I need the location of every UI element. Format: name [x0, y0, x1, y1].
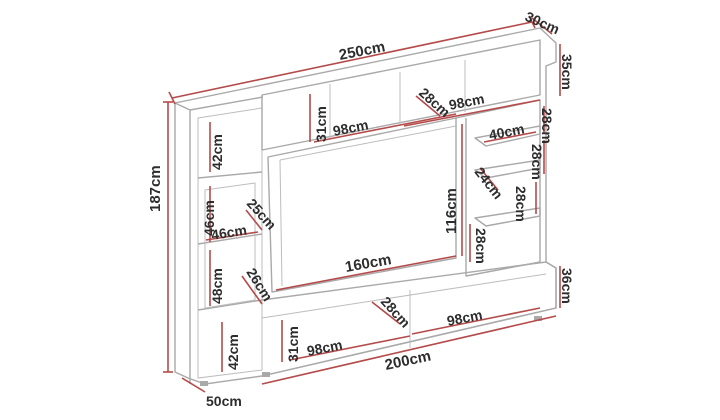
left-column-front	[174, 96, 264, 384]
dim-line-total-width	[171, 21, 533, 99]
dim-line-base-width	[261, 315, 557, 385]
dim-line-tv-width	[275, 255, 457, 291]
dim-line-base-98-right	[411, 307, 541, 335]
label-top-height: 35cm	[559, 54, 575, 90]
right-shelf-1	[474, 125, 541, 147]
dim-line-top-98-right	[403, 99, 541, 127]
label-base-width: 200cm	[383, 348, 432, 374]
label-base-depth: 50cm	[206, 393, 242, 409]
label-depth-top: 30cm	[523, 8, 562, 37]
label-base-drawer-depth: 28cm	[378, 293, 414, 330]
right-shelf-3	[474, 207, 541, 227]
left-column-inner	[197, 107, 263, 379]
wall-unit-drawing	[174, 27, 557, 386]
label-total-height: 187cm	[147, 165, 164, 212]
dim-line-left-46-width	[205, 231, 259, 241]
label-left-cabinet: 42cm	[225, 334, 241, 370]
left-glass-door	[204, 182, 256, 309]
label-total-width: 250cm	[338, 38, 387, 64]
dim-line-top-98-left	[313, 113, 457, 143]
outer-frame	[174, 27, 557, 385]
label-base-drawer-width-left: 98cm	[306, 336, 344, 359]
left-shelf-3	[197, 299, 263, 311]
dim-line-depth-top	[531, 17, 553, 35]
label-base-height: 36cm	[559, 268, 575, 304]
left-shelf-2	[197, 233, 263, 245]
dim-line-diag-26	[241, 275, 263, 305]
dim-line-base-28	[371, 301, 401, 325]
tv-opening-depth	[279, 125, 457, 287]
dim-line-right-24	[479, 167, 499, 191]
left-shelf-1	[197, 171, 263, 179]
label-right-shelf-gap-2: 28cm	[529, 144, 545, 180]
label-right-shelf-gap-3: 28cm	[513, 186, 529, 222]
label-base-drawer-width-right: 98cm	[446, 306, 484, 329]
foot-right	[534, 316, 542, 321]
dim-line-right-40	[483, 131, 537, 143]
label-right-shelf-gap-1: 28cm	[539, 108, 555, 144]
foot-mid	[262, 372, 270, 377]
dim-line-base-depth	[181, 377, 206, 393]
dimension-lines	[163, 15, 561, 393]
label-left-shelf-mid: 46cm	[201, 200, 217, 236]
dim-line-diag-25	[245, 209, 263, 231]
top-bridge	[261, 39, 541, 151]
foot-left	[200, 381, 208, 386]
label-base-drawer-height: 31cm	[285, 326, 301, 362]
label-right-shelf-depth: 24cm	[472, 164, 507, 202]
label-left-shelf-low: 48cm	[209, 268, 225, 304]
base-stand	[261, 261, 557, 377]
dim-line-base-98-left	[289, 335, 411, 361]
label-top-niche-height: 31cm	[313, 106, 329, 142]
base-stand-top	[261, 273, 547, 319]
label-left-shelf-top: 42cm	[209, 134, 225, 170]
label-tv-height: 116cm	[443, 188, 460, 234]
tv-opening	[267, 117, 457, 293]
right-shelf-2	[474, 159, 541, 179]
label-top-niche-width-right: 98cm	[448, 90, 486, 113]
label-top-niche-width-left: 98cm	[332, 116, 370, 139]
label-left-shelf-mid-width: 46cm	[210, 222, 248, 243]
dimension-labels: 250cm 30cm 35cm 187cm 42cm 46cm 46cm 25c…	[147, 8, 575, 409]
label-right-shelf-width: 40cm	[488, 120, 526, 143]
dim-line-top-28	[415, 95, 441, 117]
label-right-shelf-lower: 28cm	[473, 228, 489, 264]
